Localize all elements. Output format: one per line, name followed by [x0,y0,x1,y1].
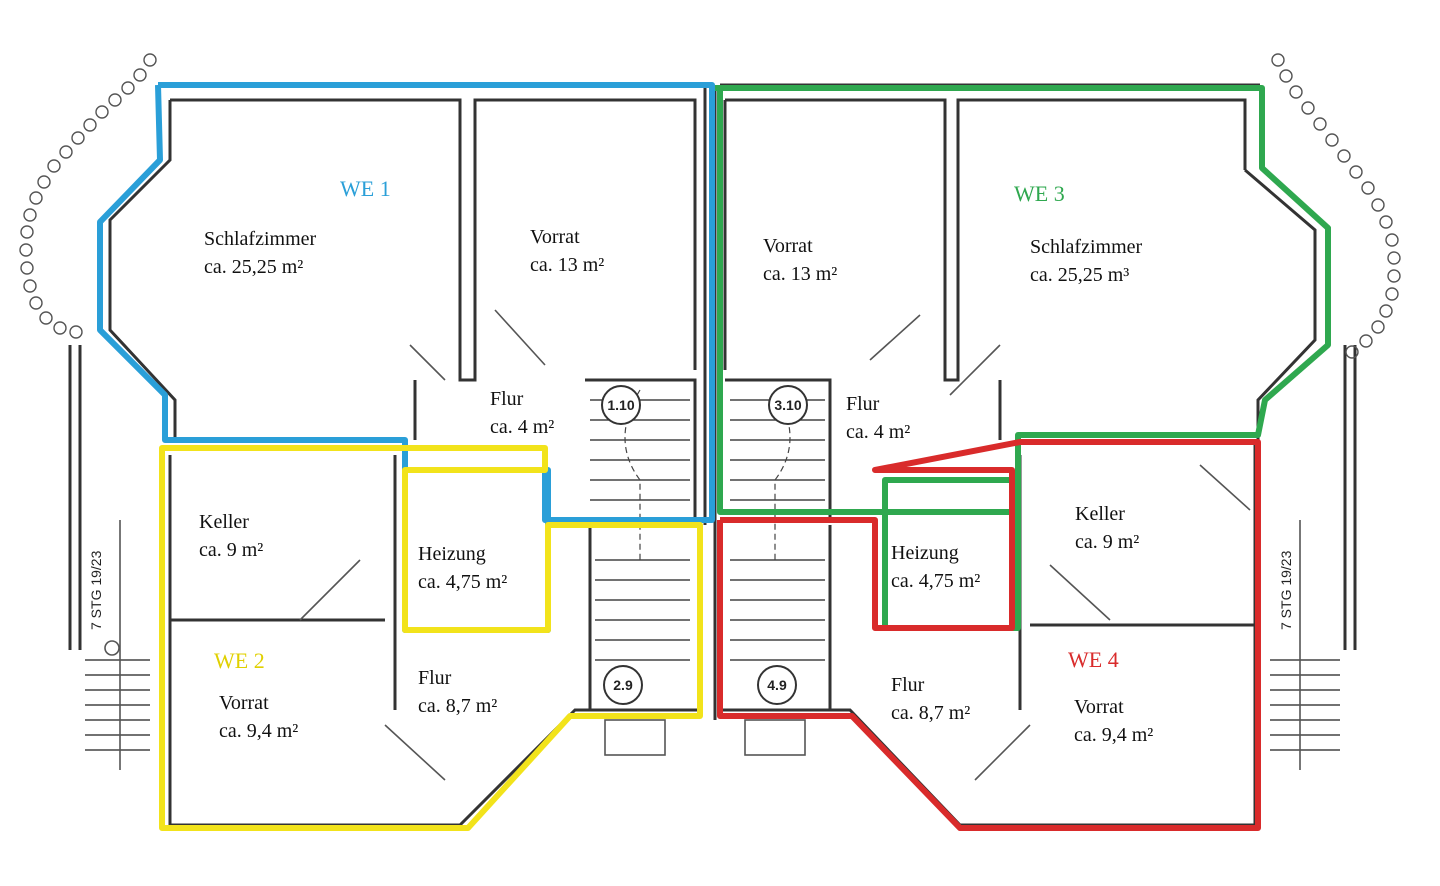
unit-label-we4: WE 4 [1068,647,1119,672]
room-area: ca. 13 m² [530,254,605,276]
unit-label-we2: WE 2 [214,648,265,673]
room-name: Schlafzimmer [1030,236,1143,258]
room-name: Vorrat [530,226,580,248]
room-name: Flur [891,674,925,696]
room-name: Vorrat [219,692,269,714]
room-name: Flur [418,667,452,689]
room-label: Flur ca. 8,7 m² [891,671,970,727]
room-area: ca. 4,75 m² [891,570,981,592]
room-area: ca. 4 m² [846,421,911,443]
room-label: Vorrat ca. 9,4 m² [1074,693,1153,749]
unit-label-we1: WE 1 [340,176,391,201]
door-swings [299,309,1251,781]
room-area: ca. 4 m² [490,416,555,438]
room-label: Flur ca. 4 m² [846,390,910,446]
room-name: Flur [846,393,880,415]
unit-outline-we1 [97,82,715,633]
shrub-outlines [19,53,1401,359]
stair-marker-badge: 2.9 [603,665,643,705]
unit-label-we3: WE 3 [1014,181,1065,206]
room-label: Keller ca. 9 m² [1075,500,1139,556]
room-name: Heizung [891,542,959,564]
room-area: ca. 25,25 m² [204,256,304,278]
room-area: ca. 9,4 m² [219,720,299,742]
room-area: ca. 9,4 m² [1074,724,1154,746]
room-label: Flur ca. 4 m² [490,385,554,441]
room-area: ca. 9 m² [1075,531,1140,553]
room-area: ca. 9 m² [199,539,264,561]
room-label: Vorrat ca. 9,4 m² [219,689,298,745]
room-label: Heizung ca. 4,75 m² [418,540,507,596]
room-area: ca. 8,7 m² [418,695,498,717]
room-label: Flur ca. 8,7 m² [418,664,497,720]
stair-marker-badge: 3.10 [768,385,808,425]
room-name: Heizung [418,543,486,565]
room-label: Vorrat ca. 13 m² [763,232,837,288]
room-name: Keller [199,511,249,533]
room-label: Schlafzimmer ca. 25,25 m² [204,225,316,281]
room-area: ca. 4,75 m² [418,571,508,593]
unit-outline-we2 [159,445,703,831]
stair-marker-badge: 1.10 [601,385,641,425]
room-name: Vorrat [1074,696,1124,718]
room-area: ca. 25,25 m³ [1030,264,1130,286]
exterior-stair-label-left: 7 STG 19/23 [88,550,104,630]
stair-marker-badge: 4.9 [757,665,797,705]
room-label: Keller ca. 9 m² [199,508,263,564]
room-label: Vorrat ca. 13 m² [530,223,604,279]
room-label: Schlafzimmer ca. 25,25 m³ [1030,233,1142,289]
room-area: ca. 8,7 m² [891,702,971,724]
room-name: Vorrat [763,235,813,257]
room-name: Schlafzimmer [204,228,317,250]
exterior-stair-label-right: 7 STG 19/23 [1278,550,1294,630]
room-area: ca. 13 m² [763,263,838,285]
room-name: Flur [490,388,524,410]
unit-outline-we4 [717,439,1261,831]
room-label: Heizung ca. 4,75 m² [891,539,980,595]
room-name: Keller [1075,503,1125,525]
